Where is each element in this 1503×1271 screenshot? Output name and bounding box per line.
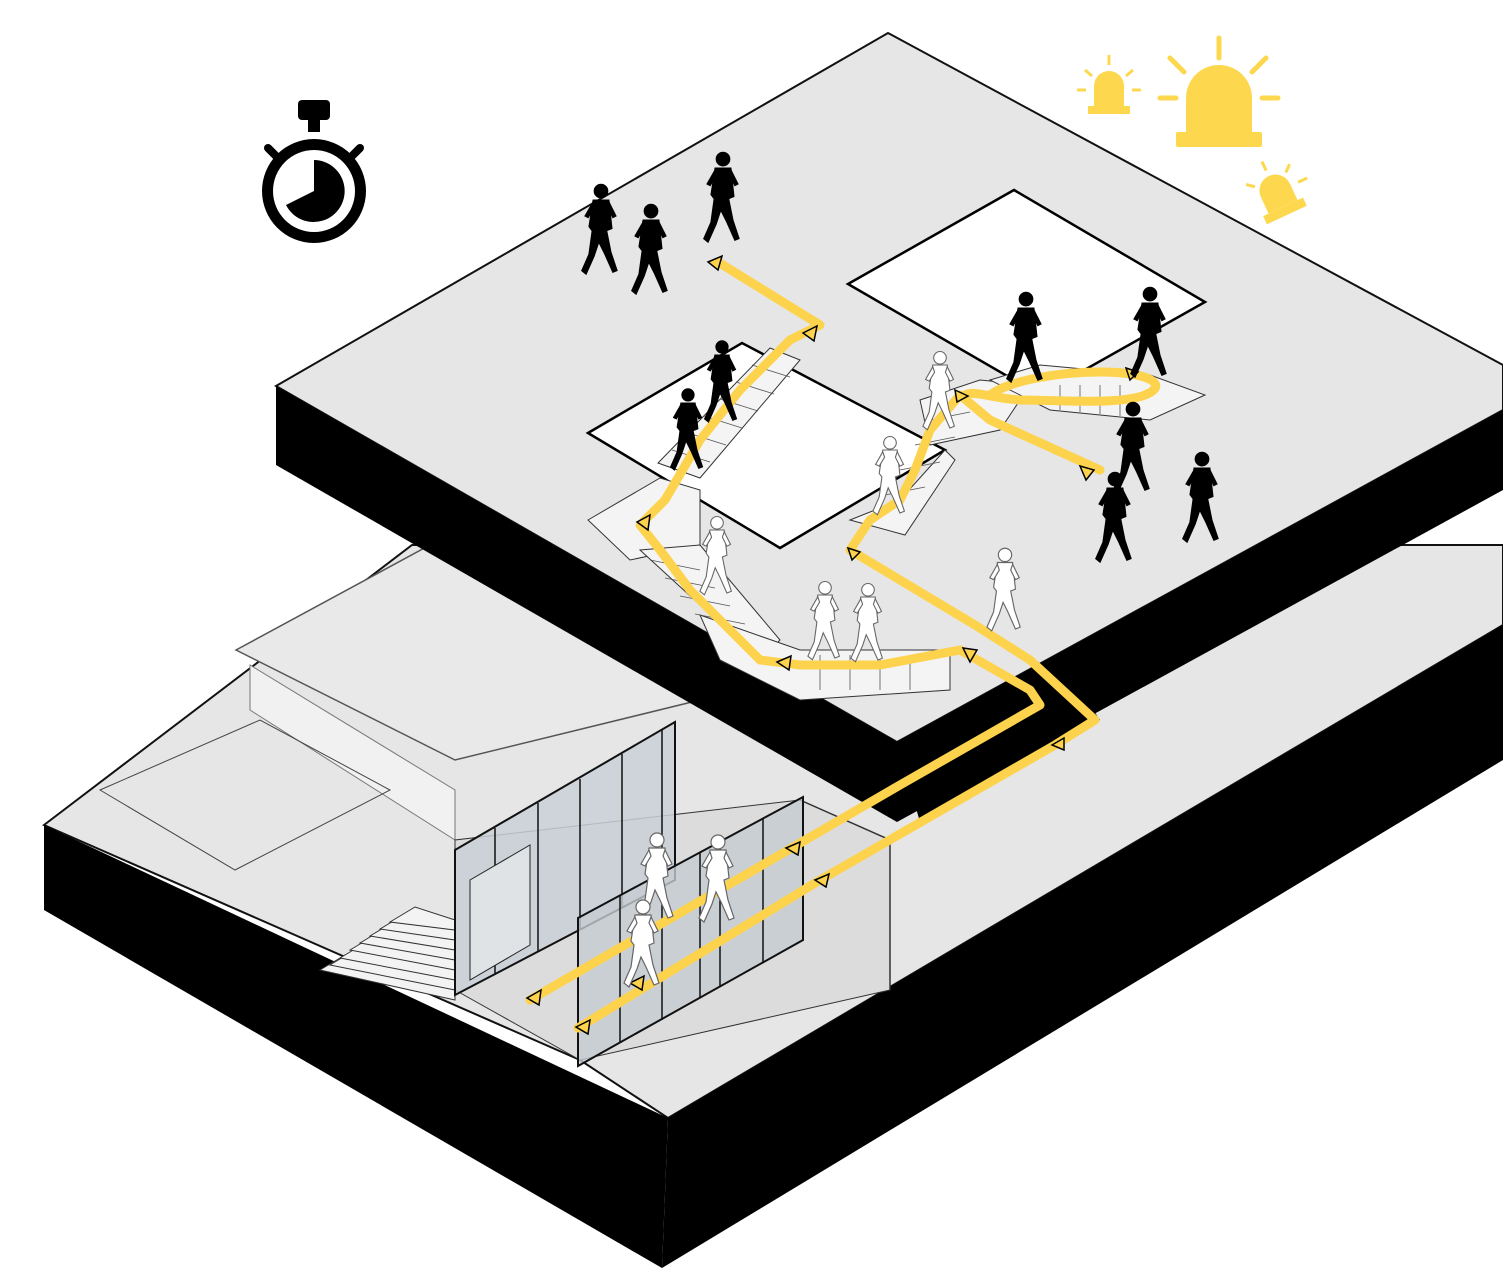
stopwatch-icon [262, 100, 366, 243]
alarm-beacon-icon [1160, 38, 1278, 147]
alarm-beacon-icon [1077, 55, 1141, 114]
alarm-beacon-icon [1240, 147, 1318, 225]
